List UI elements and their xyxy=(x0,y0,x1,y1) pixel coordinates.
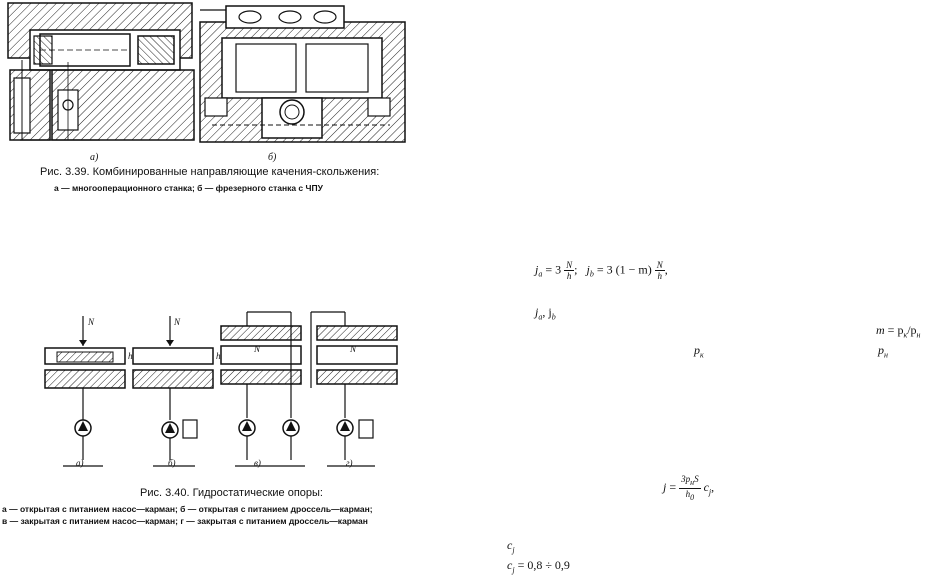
j-end: , xyxy=(711,480,715,495)
support-a-drawing xyxy=(44,316,126,467)
figure-3-39-drawing xyxy=(7,2,406,143)
formula-ja-sub: a xyxy=(538,269,543,279)
j-num-p: 3p xyxy=(681,474,691,484)
m-symbol: m xyxy=(876,323,885,337)
figure-3-40a-label: а) xyxy=(76,458,84,468)
formula-ja-eq: = 3 xyxy=(542,262,565,277)
formula-cj-range: cj = 0,8 ÷ 0,9 xyxy=(507,558,570,574)
figure-3-39b-drawing xyxy=(199,5,406,143)
formula-ja-j: j xyxy=(535,262,539,277)
figure-3-39-caption: Рис. 3.39. Комбинированные направляющие … xyxy=(40,166,380,178)
formula-jb-eq: = 3 (1 − m) xyxy=(593,262,655,277)
cj-sub: j xyxy=(512,545,515,555)
j-c: c xyxy=(700,480,709,495)
formula-jb-num: N xyxy=(654,260,665,271)
formula-m-ratio: m = pк/pн xyxy=(876,323,921,339)
formula-end: , xyxy=(664,262,668,277)
cj-range-sub: j xyxy=(512,565,515,575)
figure-3-39b-label: б) xyxy=(268,152,277,163)
sym-ja: j xyxy=(535,305,539,319)
j-num-S: S xyxy=(694,474,699,484)
support-a-gap-label: h xyxy=(128,351,133,361)
formula-jb-den: h xyxy=(657,271,662,281)
formula-jb-sub: b xyxy=(589,269,594,279)
pk-p: p xyxy=(694,343,700,357)
cj-c: c xyxy=(507,538,513,552)
pn-p: p xyxy=(878,343,884,357)
formula-sep: ; xyxy=(574,262,578,277)
figure-3-40-legend-line1: а — открытая с питанием насос—карман; б … xyxy=(2,504,373,514)
m-pk-sub: к xyxy=(903,330,908,340)
symbol-pk: pк xyxy=(694,343,704,359)
support-b-load-label: N xyxy=(174,317,181,327)
pk-sub: к xyxy=(700,350,704,360)
m-pn-sub: н xyxy=(916,330,921,340)
figure-3-40b-label: б) xyxy=(168,458,176,468)
pn-sub: н xyxy=(884,350,888,360)
formula-ja-num: N xyxy=(564,260,575,271)
support-b-drawing xyxy=(132,316,214,467)
j-den-sub: 0 xyxy=(690,492,695,502)
support-d-load-label: N xyxy=(350,344,357,354)
j-c-sub: j xyxy=(708,487,712,497)
support-c-drawing xyxy=(220,311,305,467)
figure-3-40c-label: в) xyxy=(254,458,261,468)
support-b-gap-label: h xyxy=(216,351,221,361)
cj-range-c: c xyxy=(507,558,513,572)
figure-3-39a-label: а) xyxy=(90,152,99,163)
figure-3-40-legend-line2: в — закрытая с питанием насос—карман; г … xyxy=(2,516,368,526)
symbol-pn: pн xyxy=(878,343,888,359)
sym-jb-sub: b xyxy=(551,312,556,322)
m-eq: = p xyxy=(884,323,904,337)
formula-ja-jb-symbols: ja, jb xyxy=(535,305,556,321)
support-c-load-label: N xyxy=(254,344,261,354)
j-den-h: h xyxy=(685,488,691,499)
support-a-load-label: N xyxy=(88,317,95,327)
figure-3-40d-label: г) xyxy=(346,458,353,468)
j-symbol: j xyxy=(663,480,667,495)
j-frac-den: h0 xyxy=(679,489,700,503)
cj-range-val: = 0,8 ÷ 0,9 xyxy=(514,558,570,572)
symbol-cj: cj xyxy=(507,538,515,554)
m-slash: /p xyxy=(907,323,917,337)
support-d-drawing xyxy=(310,311,398,467)
formula-jb-j: j xyxy=(586,262,590,277)
j-eq: = xyxy=(666,480,680,495)
figure-3-40-caption: Рис. 3.40. Гидростатические опоры: xyxy=(140,487,323,499)
sym-sep: , j xyxy=(542,305,552,319)
figure-3-39a-drawing xyxy=(7,2,195,141)
j-frac-num: 3pнS xyxy=(679,474,701,489)
sym-ja-sub: a xyxy=(538,312,543,322)
figure-3-39-legend: а — многооперационного станка; б — фрезе… xyxy=(54,183,323,193)
formula-ja-den: h xyxy=(566,271,572,281)
j-num-sub: н xyxy=(690,477,695,487)
figure-3-40-drawing xyxy=(44,311,398,467)
